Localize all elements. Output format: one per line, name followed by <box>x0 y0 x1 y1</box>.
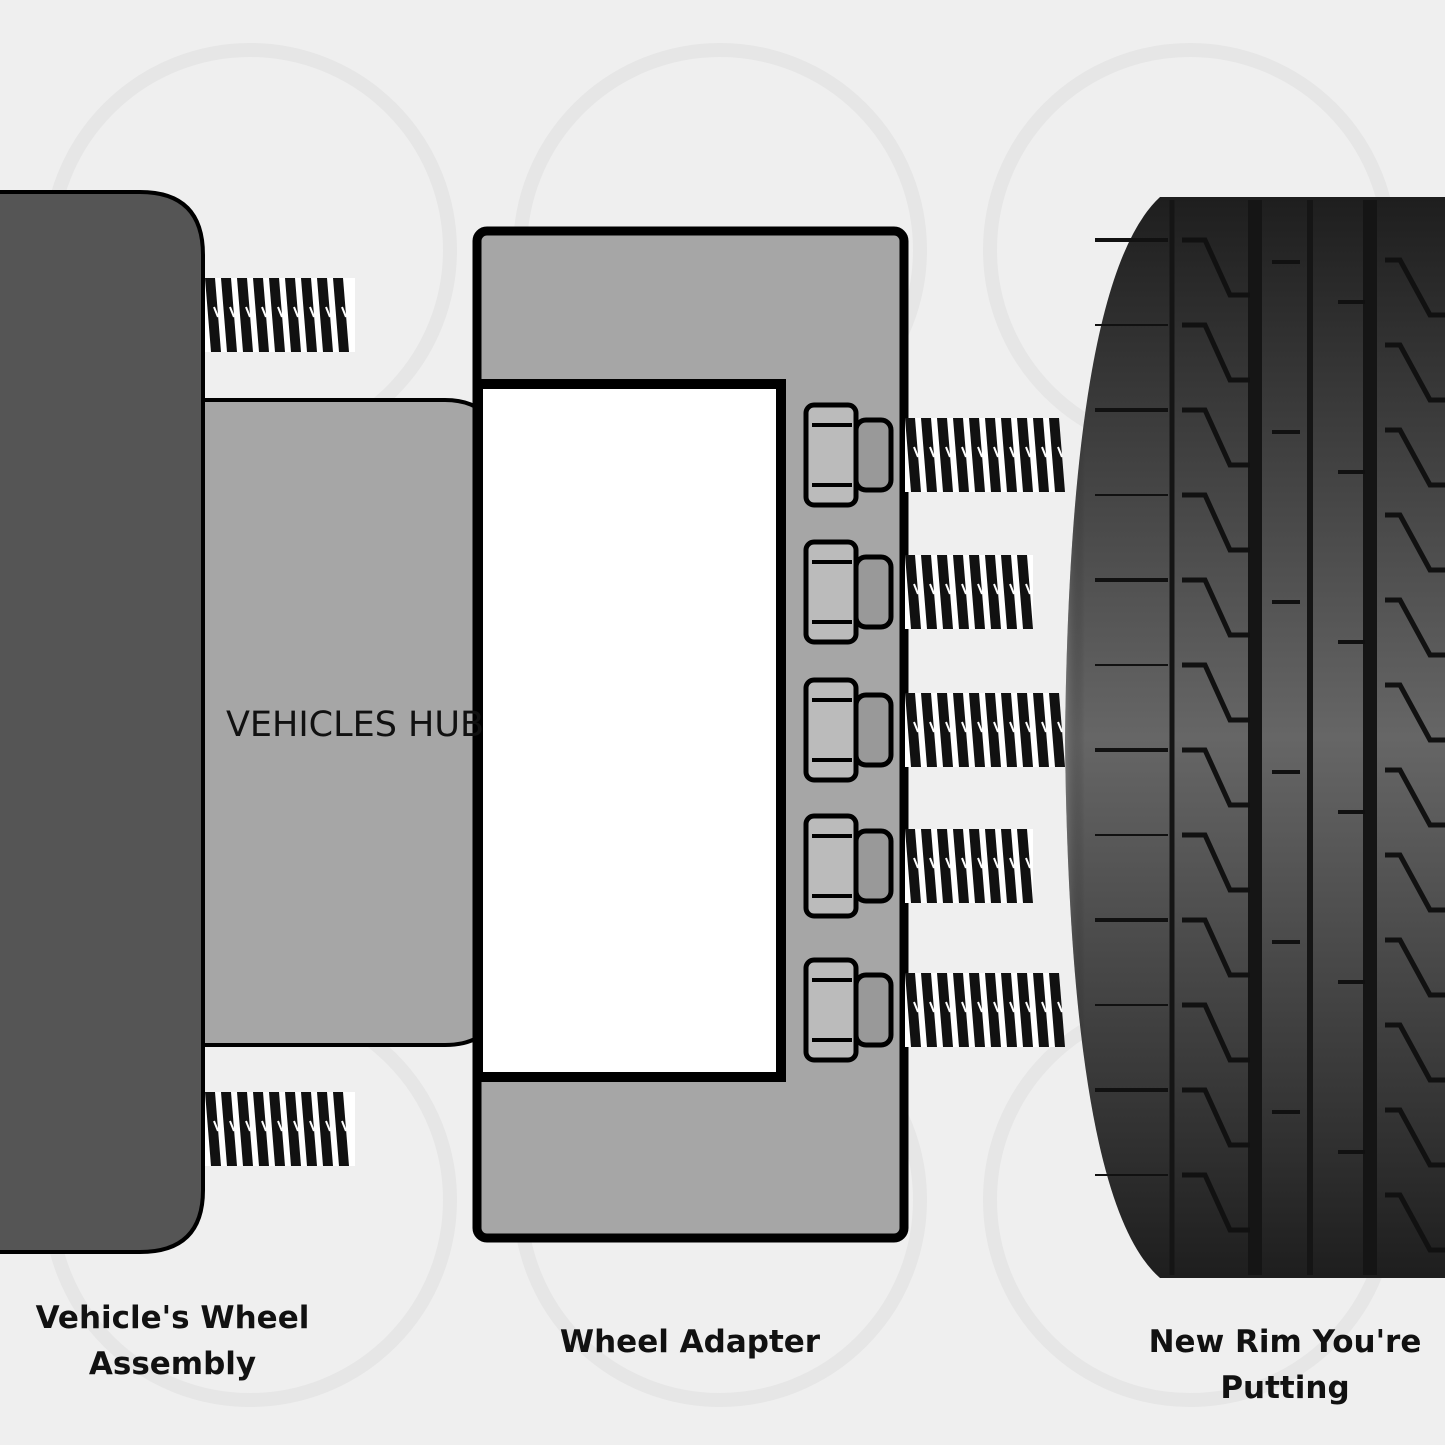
hex-nut <box>803 677 859 783</box>
hub-label: VEHICLES HUB <box>225 705 485 745</box>
lug-bolt <box>803 813 1033 919</box>
hex-nut <box>803 539 859 645</box>
rim-label: New Rim You're Putting <box>1148 1324 1422 1406</box>
bolt-thread <box>905 973 1065 1047</box>
wheel-stud <box>205 1092 355 1166</box>
bolt-thread <box>205 1092 355 1166</box>
bolt-thread <box>905 418 1065 492</box>
wheel-stud <box>205 278 355 352</box>
bolt-thread <box>905 829 1033 903</box>
lug-bolt <box>803 402 1065 508</box>
assembly-studs <box>205 278 355 1166</box>
lug-bolt <box>803 677 1065 783</box>
hex-nut <box>803 402 859 508</box>
adapter-label: Wheel Adapter <box>559 1324 821 1360</box>
lug-bolt <box>803 957 1065 1063</box>
new-rim-tire <box>1065 197 1445 1278</box>
lug-bolt <box>803 539 1033 645</box>
adapter-bolts <box>803 402 1065 1063</box>
bolt-thread <box>205 278 355 352</box>
wheel-assembly <box>0 190 205 1254</box>
hex-nut <box>803 957 859 1063</box>
bolt-thread <box>905 693 1065 767</box>
bolt-thread <box>905 555 1033 629</box>
hex-nut <box>803 813 859 919</box>
assembly-label: Vehicle's Wheel Assembly <box>35 1300 310 1382</box>
adapter-center-bore <box>473 379 786 1082</box>
